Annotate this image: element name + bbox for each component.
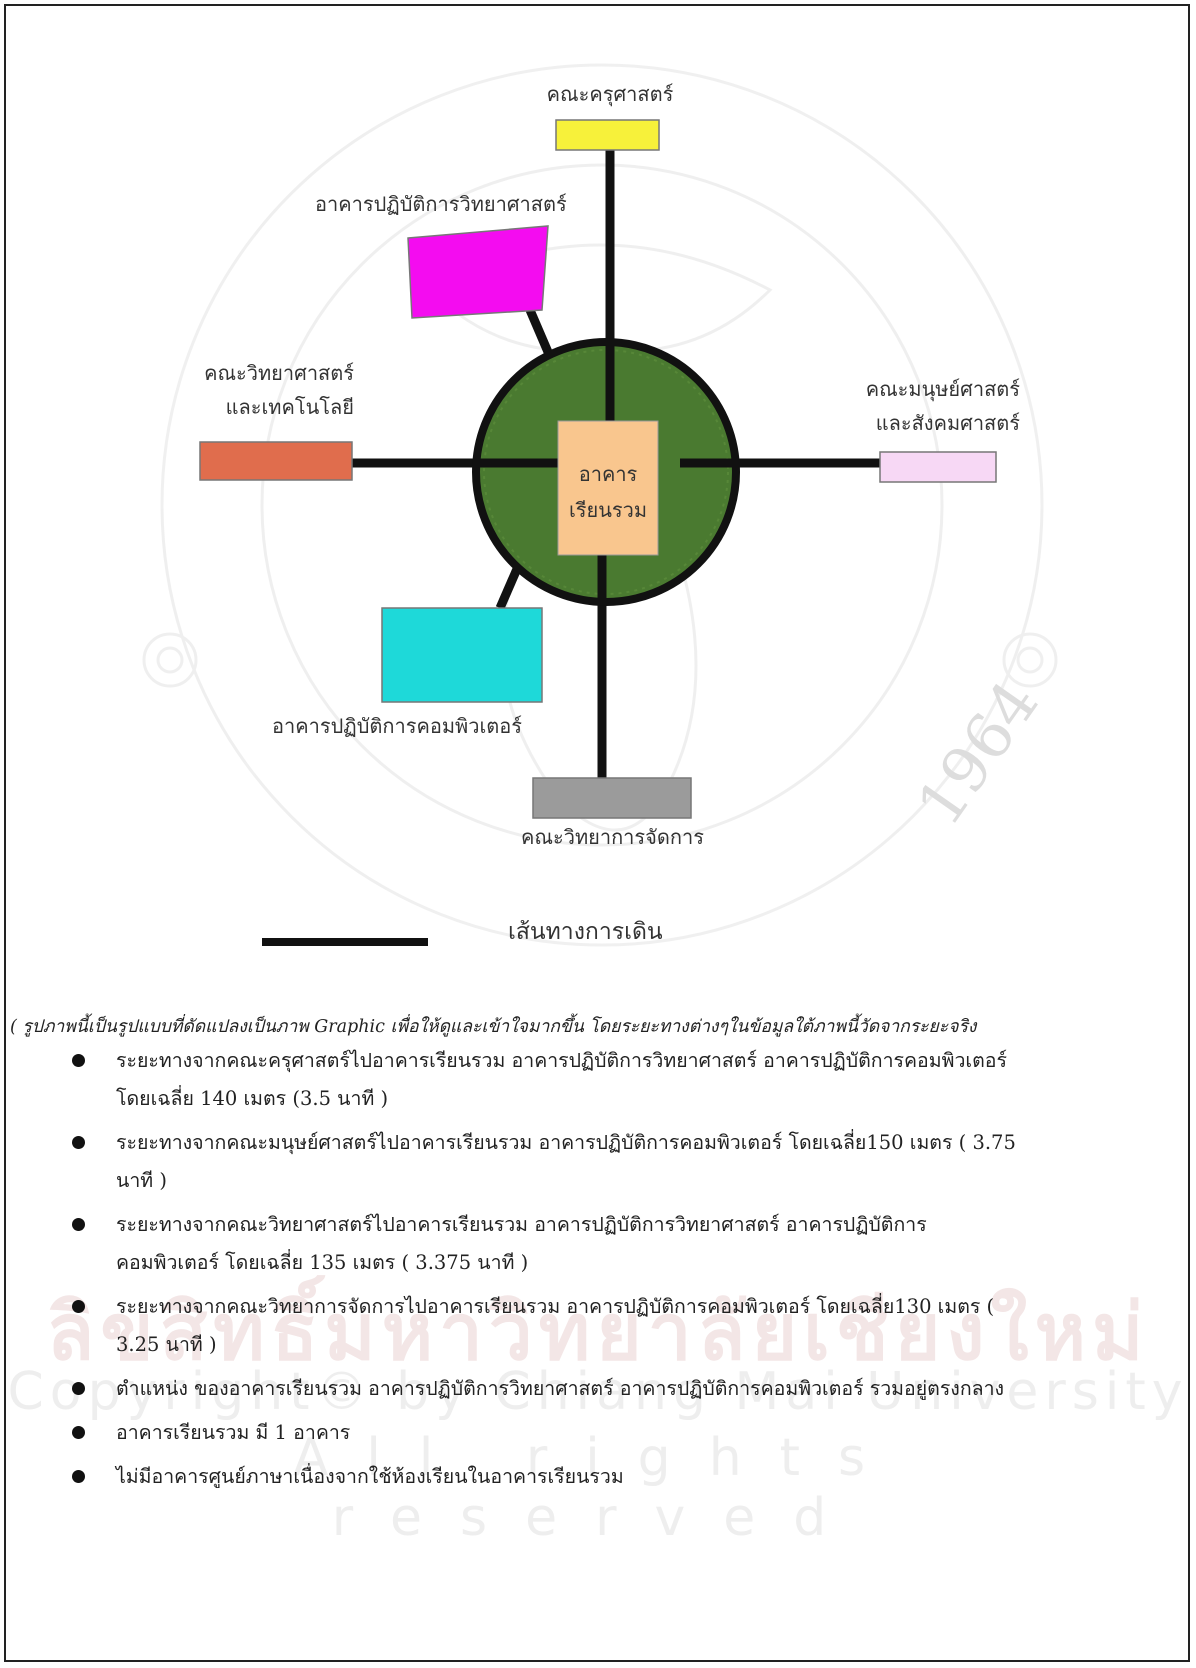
humanities-faculty-label: คณะมนุษย์ศาสตร์ และสังคมศาสตร์ [830,372,1020,440]
distance-list: ระยะทางจากคณะครุศาสตร์ไปอาคารเรียนรวม อา… [60,1042,1180,1502]
list-item: ระยะทางจากคณะวิทยาศาสตร์ไปอาคารเรียนรวม … [60,1206,1180,1282]
bullet-icon [72,1300,85,1313]
list-item: ตำแหน่ง ของอาคารเรียนรวม อาคารปฏิบัติการ… [60,1370,1180,1408]
list-item: อาคารเรียนรวม มี 1 อาคาร [60,1414,1180,1452]
list-item-text: นาที ) [116,1169,167,1192]
figure-caption: ( รูปภาพนี้เป็นรูปแบบที่ดัดแปลงเป็นภาพ G… [10,1017,977,1037]
central-classroom-building [557,420,659,556]
university-seal-watermark [142,63,1058,947]
list-item-text: ระยะทางจากคณะวิทยาศาสตร์ไปอาคารเรียนรวม … [116,1213,927,1236]
science-tech-building [199,441,353,481]
list-item-text: โดยเฉลี่ย 140 เมตร (3.5 นาที ) [116,1087,389,1110]
list-item: ระยะทางจากคณะวิทยาการจัดการไปอาคารเรียนร… [60,1288,1180,1364]
education-building [555,119,660,151]
bullet-icon [72,1218,85,1231]
bullet-icon [72,1136,85,1149]
list-item-text: ระยะทางจากคณะวิทยาการจัดการไปอาคารเรียนร… [116,1295,995,1318]
bullet-icon [72,1382,85,1395]
central-label-line1: อาคาร [578,462,638,486]
humanities-label-line2: และสังคมศาสตร์ [875,411,1020,435]
management-building [532,777,692,819]
list-item-text: ไม่มีอาคารศูนย์ภาษาเนื่องจากใช้ห้องเรียน… [116,1465,624,1488]
central-texture [483,349,729,595]
legend-label: เส้นทางการเดิน [508,919,663,945]
science-lab-label: อาคารปฏิบัติการวิทยาศาสตร์ [315,192,567,216]
education-faculty-label: คณะครุศาสตร์ [546,82,674,106]
inner-paths [476,340,740,602]
campus-diagram: 1964 [142,63,1058,947]
science-tech-label-line2: และเทคโนโลยี [225,395,354,419]
page-frame [4,4,1190,1662]
science-tech-label-line1: คณะวิทยาศาสตร์ [204,361,354,385]
humanities-label-line1: คณะมนุษย์ศาสตร์ [865,377,1020,401]
central-building-label: อาคาร เรียนรวม [558,456,658,528]
bullet-icon [72,1426,85,1439]
list-item: ระยะทางจากคณะครุศาสตร์ไปอาคารเรียนรวม อา… [60,1042,1180,1118]
science-lab-building [407,225,549,319]
list-item: ไม่มีอาคารศูนย์ภาษาเนื่องจากใช้ห้องเรียน… [60,1458,1180,1496]
list-item-text: ระยะทางจากคณะครุศาสตร์ไปอาคารเรียนรวม อา… [116,1049,1007,1072]
list-item-text: คอมพิวเตอร์ โดยเฉลี่ย 135 เมตร ( 3.375 น… [116,1251,529,1274]
bullet-icon [72,1054,85,1067]
computer-lab-label: อาคารปฏิบัติการคอมพิวเตอร์ [272,714,523,738]
list-item-text: 3.25 นาที ) [116,1333,217,1356]
central-label-line2: เรียนรวม [568,498,648,522]
bullet-icon [72,1470,85,1483]
list-item-text: ตำแหน่ง ของอาคารเรียนรวม อาคารปฏิบัติการ… [116,1377,1005,1400]
science-tech-faculty-label: คณะวิทยาศาสตร์ และเทคโนโลยี [180,356,354,424]
list-item-text: ระยะทางจากคณะมนุษย์ศาสตร์ไปอาคารเรียนรวม… [116,1131,1016,1154]
list-item-text: อาคารเรียนรวม มี 1 อาคาร [116,1421,351,1444]
computer-lab-building [381,607,543,703]
humanities-building [879,451,997,483]
seal-year-text: 1964 [902,667,1052,838]
path-to-science-lab [525,308,553,354]
management-faculty-label: คณะวิทยาการจัดการ [521,825,704,849]
list-item: ระยะทางจากคณะมนุษย์ศาสตร์ไปอาคารเรียนรวม… [60,1124,1180,1200]
